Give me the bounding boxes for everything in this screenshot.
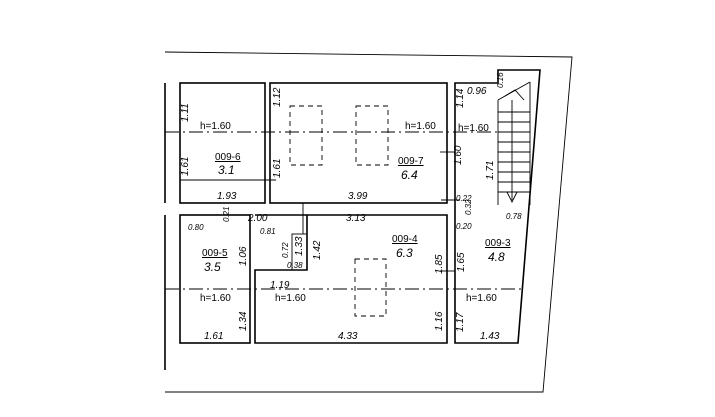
dimension-label: 0.21 — [222, 206, 231, 222]
dimension-label: 1.71 — [485, 161, 496, 180]
room-area: 4.8 — [488, 250, 505, 264]
dimension-label: 1.43 — [480, 331, 500, 342]
dimension-label: 0.78 — [506, 212, 522, 221]
room-area: 6.3 — [396, 246, 413, 260]
dimension-label: 1.14 — [455, 88, 466, 108]
height-label: h=1.60 — [275, 293, 306, 304]
room-id: 009-7 — [398, 156, 424, 167]
dimension-label: 1.33 — [294, 236, 305, 256]
dimension-label: 1.61 — [180, 157, 191, 176]
dimension-label: 0.96 — [467, 86, 487, 97]
dimension-label: 4.33 — [338, 331, 358, 342]
dimension-label: 1.61 — [272, 159, 283, 178]
skylight-1 — [289, 105, 323, 166]
dimension-label: 2.00 — [247, 213, 268, 224]
room-id: 009-3 — [485, 238, 511, 249]
dimension-label: 1.60 — [453, 145, 464, 165]
dimension-label: 0.20 — [456, 222, 472, 231]
room-area: 6.4 — [401, 168, 418, 182]
room-009-4-walls — [254, 214, 448, 344]
dimension-label: 0.32 — [464, 199, 473, 215]
height-label: h=1.60 — [200, 293, 231, 304]
dimension-label: 0.80 — [188, 223, 204, 232]
dimension-label: 0.81 — [260, 227, 276, 236]
dimension-label: 1.12 — [272, 87, 283, 107]
closet-walls — [291, 233, 308, 271]
dimension-label: 3.13 — [346, 213, 366, 224]
dimension-label: 0.16 — [496, 72, 505, 88]
height-label: h=1.60 — [466, 293, 497, 304]
dimension-label: 1.85 — [434, 254, 445, 274]
room-id: 009-5 — [202, 248, 228, 259]
dimension-label: 0.38 — [287, 261, 303, 270]
dimension-label: 1.19 — [270, 280, 290, 291]
room-id: 009-6 — [215, 152, 241, 163]
dimension-label: 3.99 — [348, 191, 368, 202]
dimension-label: 1.42 — [312, 240, 323, 260]
height-label: h=1.60 — [405, 121, 436, 132]
room-009-6-walls — [179, 82, 266, 204]
skylight-2 — [355, 105, 389, 166]
room-009-5-walls — [179, 214, 251, 344]
dimension-label: 1.61 — [204, 331, 223, 342]
room-009-7-walls — [269, 82, 448, 204]
dimension-label: 0.72 — [281, 242, 290, 258]
dimension-label: 1.65 — [456, 252, 467, 272]
staircase — [497, 81, 531, 205]
outer-outline — [164, 51, 573, 393]
dimension-label: 1.06 — [238, 246, 249, 266]
dimension-label: 1.93 — [217, 191, 237, 202]
skylight-3 — [354, 258, 387, 317]
room-area: 3.1 — [218, 163, 235, 177]
dimension-label: 0.22 — [456, 194, 472, 203]
height-label: h=1.60 — [458, 123, 489, 134]
dimension-label: 1.16 — [434, 311, 445, 331]
dimension-label: 1.34 — [238, 311, 249, 331]
room-id: 009-4 — [392, 234, 418, 245]
room-009-3-walls — [454, 69, 541, 344]
dimension-label: 1.11 — [180, 103, 191, 122]
room-area: 3.5 — [204, 260, 221, 274]
height-label: h=1.60 — [200, 121, 231, 132]
dimension-label: 1.17 — [455, 312, 466, 332]
